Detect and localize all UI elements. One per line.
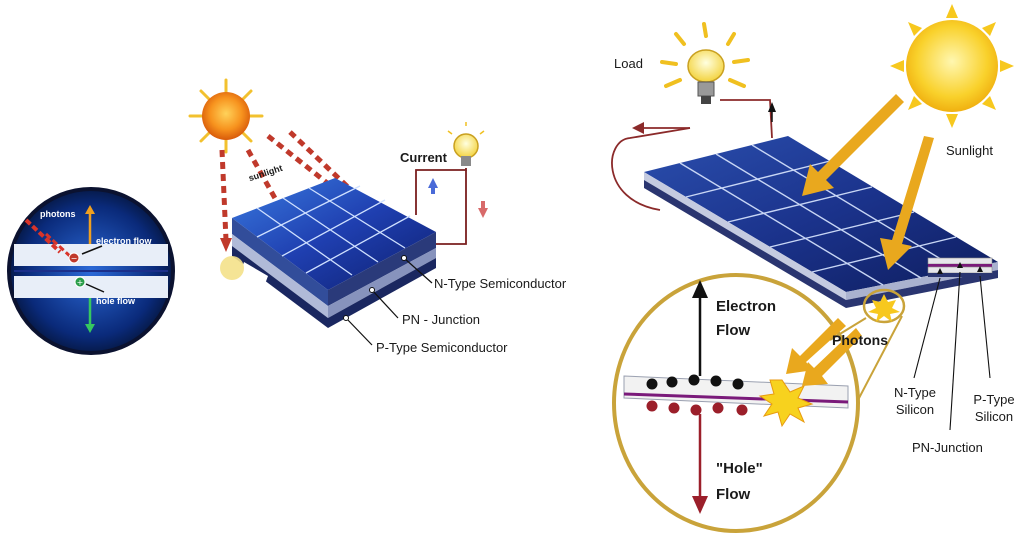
p-type-silicon-label-line1: P-Type [973,392,1015,407]
photons-label: Photons [832,332,888,348]
svg-text:+: + [77,278,84,287]
inset-circle: − + [7,187,175,355]
n-type-silicon-label-line2: Silicon [895,402,935,417]
n-type-silicon-label-line1: N-Type [894,385,936,400]
electron-flow-label-line1: Electron [716,298,777,315]
right-callouts [913,271,991,431]
left-n-type-label: N-Type Semiconductor [434,276,567,291]
inset-hole-flow-label: hole flow [96,296,135,306]
load-bulb-icon [660,22,750,104]
right-solar-panel [644,136,998,308]
load-label: Load [614,56,643,71]
photon-burst-icon [758,379,814,428]
electron-flow-label-line2: Flow [716,322,751,339]
inset-photons-label: photons [40,209,76,219]
panel-photon-burst [829,288,906,401]
right-sunlight-arrows [802,94,934,270]
p-type-silicon-label-line2: Silicon [974,409,1014,424]
svg-text:−: − [71,254,78,263]
left-p-type-label: P-Type Semiconductor [376,340,508,355]
hole-flow-label-line2: Flow [716,486,751,503]
left-callouts [345,257,433,346]
left-pn-junction-label: PN - Junction [402,312,481,327]
left-circuit [415,168,467,245]
magnified-detail-circle [612,273,862,533]
right-sunlight-label: Sunlight [946,143,993,158]
pn-junction-label: PN-Junction [912,440,983,455]
photon-arrow-icon [24,218,62,254]
current-down-arrow-icon [478,208,488,218]
right-sun-icon [890,4,1014,128]
left-bulb-icon [447,122,485,166]
current-up-arrow-icon [428,178,438,188]
right-circuit [611,99,773,211]
left-current-label: Current [400,150,447,165]
sunlight-rays [219,130,372,241]
left-sun-icon [188,78,264,154]
inset-electron-flow-label: electron flow [96,236,152,246]
hole-flow-label-line1: "Hole" [716,460,763,477]
left-solar-panel [220,178,436,334]
